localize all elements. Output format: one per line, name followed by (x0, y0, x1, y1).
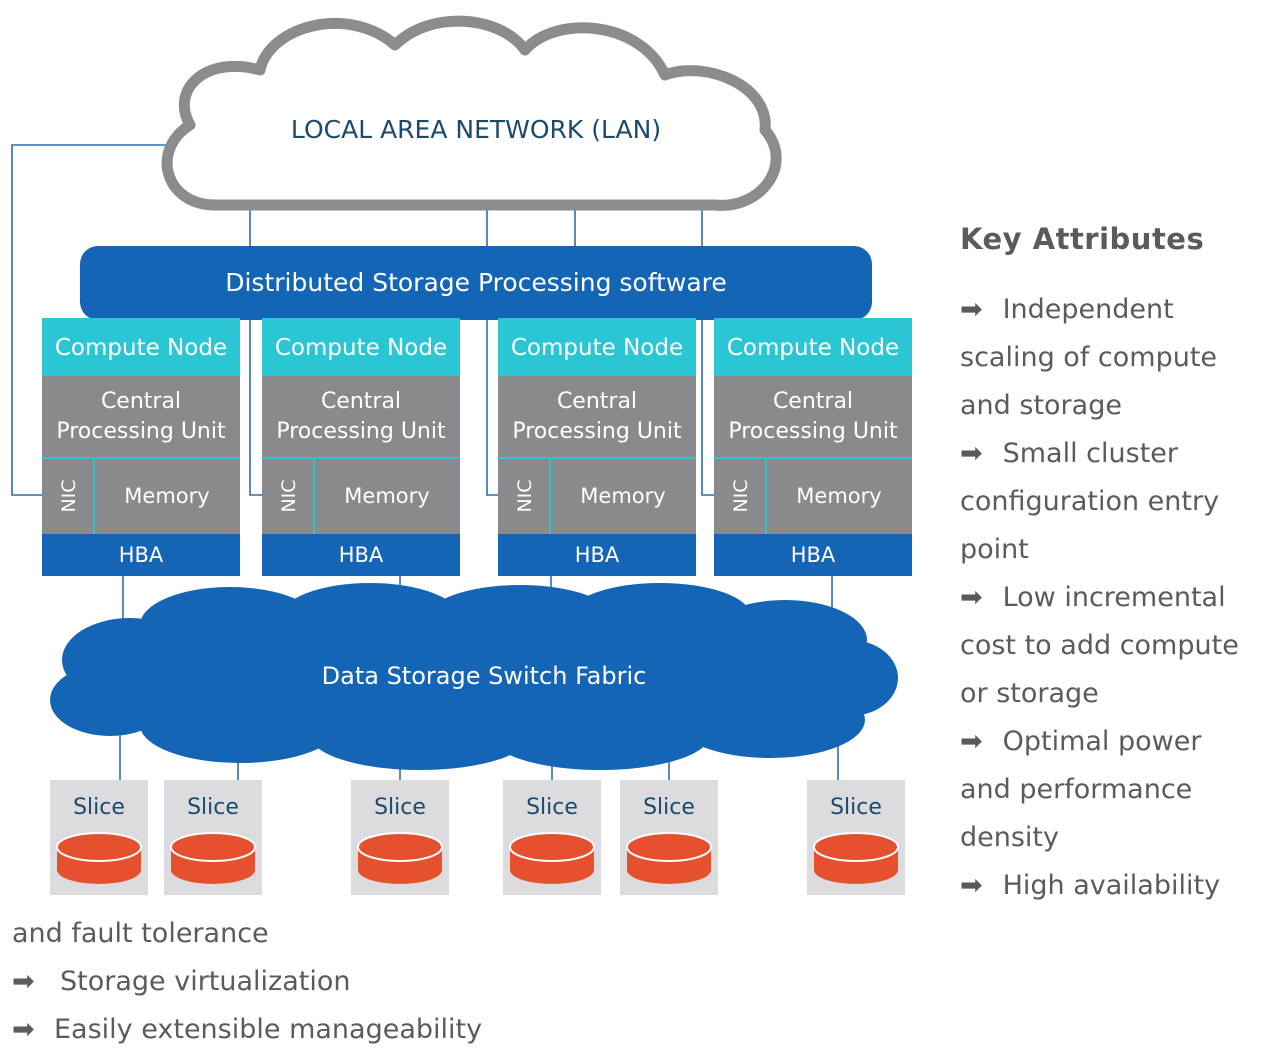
disk-icon (509, 832, 595, 884)
compute-node-header: Compute Node (727, 335, 899, 361)
attribute-item: ➡Easily extensible manageability (12, 1006, 482, 1054)
memory-label: Memory (344, 484, 429, 508)
slice-box: Slice (807, 780, 905, 895)
compute-node-1: Compute Node Central Processing Unit NIC… (42, 318, 240, 576)
arrow-right-icon: ➡ (960, 438, 983, 469)
slice-box: Slice (620, 780, 718, 895)
key-attributes-list: ➡ Independent scaling of compute and sto… (960, 286, 1265, 910)
attribute-item: ➡Storage virtualization (12, 958, 482, 1006)
hba-label: HBA (575, 543, 620, 567)
slice-box: Slice (351, 780, 449, 895)
cpu-label-line2: Processing Unit (512, 419, 682, 444)
bottom-attributes: and fault tolerance ➡Storage virtualizat… (12, 910, 482, 1054)
key-attribute-item: ➡ Low incremental cost to add compute or… (960, 574, 1265, 718)
compute-node-header: Compute Node (275, 335, 447, 361)
compute-node-2: Compute Node Central Processing Unit NIC… (262, 318, 460, 576)
arrow-right-icon: ➡ (960, 582, 983, 613)
arrow-right-icon: ➡ (12, 1014, 35, 1045)
key-attribute-item: ➡ Independent scaling of compute and sto… (960, 286, 1265, 430)
compute-node-4: Compute Node Central Processing Unit NIC… (714, 318, 912, 576)
key-attributes-title: Key Attributes (960, 222, 1205, 256)
arrow-right-icon: ➡ (960, 726, 983, 757)
slice-box: Slice (164, 780, 262, 895)
compute-node-3: Compute Node Central Processing Unit NIC… (498, 318, 696, 576)
arrow-right-icon: ➡ (960, 294, 983, 325)
cpu-label-line2: Processing Unit (276, 419, 446, 444)
slice-label: Slice (643, 795, 695, 820)
arrow-right-icon: ➡ (12, 966, 35, 997)
switch-fabric-cloud: Data Storage Switch Fabric (50, 583, 898, 770)
compute-node-header: Compute Node (55, 335, 227, 361)
disk-icon (56, 832, 142, 884)
arrow-right-icon: ➡ (960, 870, 983, 901)
software-label: Distributed Storage Processing software (225, 268, 727, 297)
attribute-continuation: and fault tolerance (12, 918, 269, 949)
cpu-label-line1: Central (557, 389, 637, 414)
slice-label: Slice (526, 795, 578, 820)
slice-label: Slice (830, 795, 882, 820)
disk-icon (170, 832, 256, 884)
hba-label: HBA (791, 543, 836, 567)
nic-label: NIC (278, 479, 300, 512)
storage-slices: Slice Slice Slice Slice Slice Slice (50, 780, 905, 895)
slice-box: Slice (50, 780, 148, 895)
key-attribute-item: ➡ High availability (960, 862, 1265, 910)
hba-label: HBA (339, 543, 384, 567)
fabric-label: Data Storage Switch Fabric (322, 662, 647, 690)
memory-label: Memory (124, 484, 209, 508)
disk-icon (357, 832, 443, 884)
cpu-label-line2: Processing Unit (56, 419, 226, 444)
key-attribute-item: ➡ Optimal power and performance density (960, 718, 1265, 862)
cpu-label-line1: Central (773, 389, 853, 414)
compute-node-header: Compute Node (511, 335, 683, 361)
software-bar: Distributed Storage Processing software (80, 246, 872, 320)
key-attribute-item: ➡ Small cluster configuration entry poin… (960, 430, 1265, 574)
slice-label: Slice (187, 795, 239, 820)
nic-label: NIC (730, 479, 752, 512)
cpu-label-line1: Central (101, 389, 181, 414)
disk-icon (626, 832, 712, 884)
memory-label: Memory (580, 484, 665, 508)
lan-cloud: LOCAL AREA NETWORK (LAN) (161, 15, 782, 211)
nic-label: NIC (514, 479, 536, 512)
memory-label: Memory (796, 484, 881, 508)
disk-icon (813, 832, 899, 884)
slice-box: Slice (503, 780, 601, 895)
slice-label: Slice (374, 795, 426, 820)
hba-label: HBA (119, 543, 164, 567)
cpu-label-line1: Central (321, 389, 401, 414)
slice-label: Slice (73, 795, 125, 820)
lan-label: LOCAL AREA NETWORK (LAN) (291, 115, 661, 144)
cpu-label-line2: Processing Unit (728, 419, 898, 444)
nic-label: NIC (58, 479, 80, 512)
